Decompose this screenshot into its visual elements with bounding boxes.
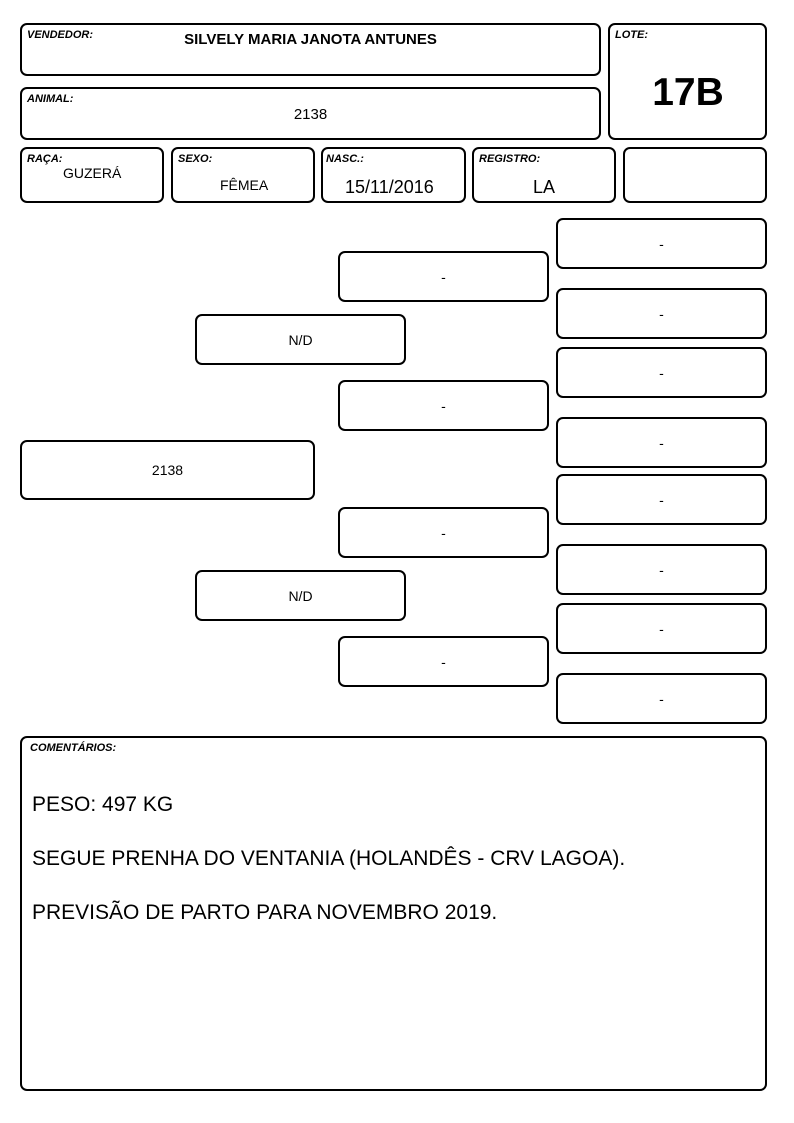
pedigree-dam-dam: - [338,636,549,687]
pedigree-animal: 2138 [20,440,315,500]
comment-line: PREVISÃO DE PARTO PARA NOVEMBRO 2019. [32,901,498,924]
comments-text: PESO: 497 KG SEGUE PRENHA DO VENTANIA (H… [32,764,755,953]
pedigree-ggp-1: - [556,218,767,269]
pedigree-ggp-5: - [556,474,767,525]
lote-label: LOTE: [615,29,648,41]
sexo-value: FÊMEA [220,177,269,193]
pedigree-ggp-8: - [556,673,767,724]
vendedor-value: SILVELY MARIA JANOTA ANTUNES [184,31,437,48]
nasc-value: 15/11/2016 [345,177,434,197]
vendedor-box: VENDEDOR: SILVELY MARIA JANOTA ANTUNES [20,23,601,76]
pedigree-sire-dam: - [338,380,549,431]
raca-box: RAÇA: GUZERÁ [20,147,164,203]
raca-value: GUZERÁ [63,165,122,181]
comments-label: COMENTÁRIOS: [30,742,117,754]
lote-box: LOTE: 17B [608,23,767,140]
nasc-label: NASC.: [326,153,364,165]
animal-value: 2138 [293,106,328,123]
raca-label: RAÇA: [27,153,63,165]
pedigree-sire-sire: - [338,251,549,302]
comments-box: COMENTÁRIOS: PESO: 497 KG SEGUE PRENHA D… [20,736,767,1091]
sexo-label: SEXO: [178,153,213,165]
pedigree-ggp-2: - [556,288,767,339]
nasc-box: NASC.: 15/11/2016 [321,147,466,203]
animal-box: ANIMAL: 2138 [20,87,601,140]
sexo-box: SEXO: FÊMEA [171,147,315,203]
registro-label: REGISTRO: [479,153,541,165]
comment-line: SEGUE PRENHA DO VENTANIA (HOLANDÊS - CRV… [32,847,626,870]
registro-value: LA [533,177,556,197]
animal-label: ANIMAL: [27,93,74,105]
pedigree-dam: N/D [195,570,406,621]
vendedor-label: VENDEDOR: [27,29,94,41]
pedigree-dam-sire: - [338,507,549,558]
pedigree-sire: N/D [195,314,406,365]
comment-line: PESO: 497 KG [32,793,174,816]
pedigree-ggp-7: - [556,603,767,654]
pedigree-ggp-6: - [556,544,767,595]
registro-box: REGISTRO: LA [472,147,616,203]
lote-value: 17B [652,71,724,114]
pedigree-ggp-4: - [556,417,767,468]
pedigree-ggp-3: - [556,347,767,398]
extra-box [623,147,767,203]
